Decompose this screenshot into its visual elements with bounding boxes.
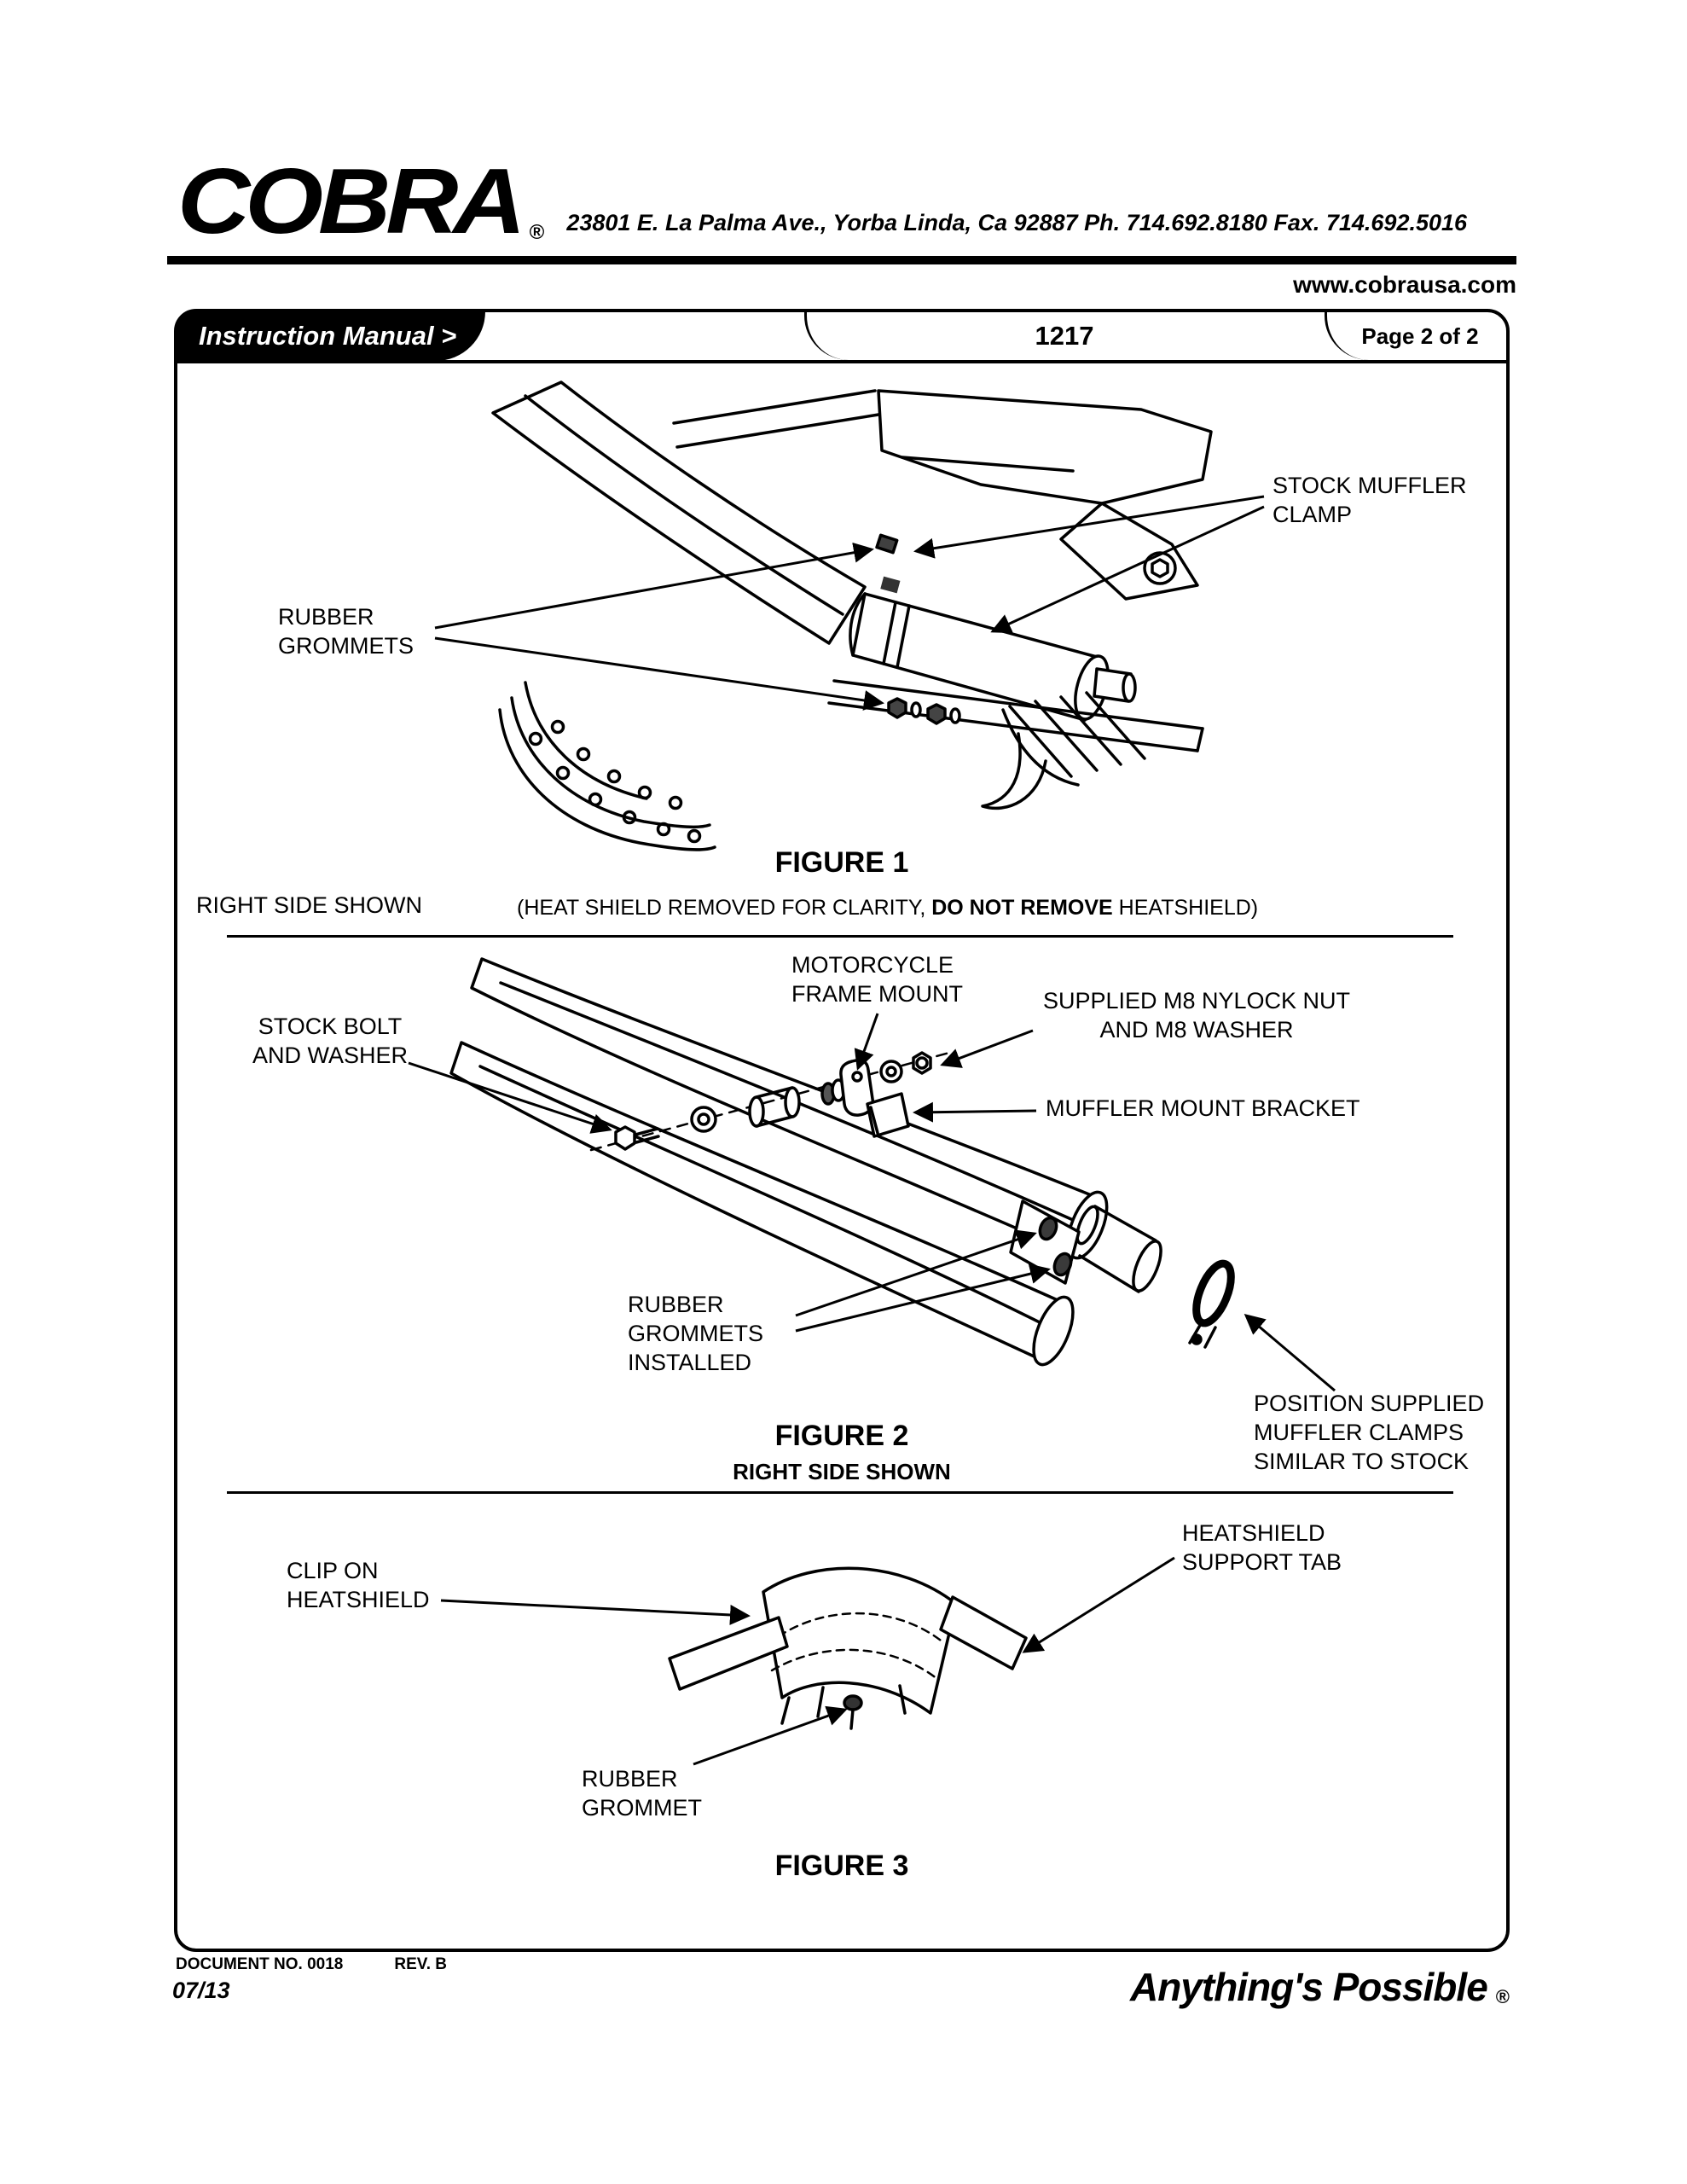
figure3-diagram xyxy=(440,1556,1175,1766)
revision: REV. B xyxy=(394,1955,447,1973)
part-number: 1217 xyxy=(1035,321,1094,351)
nylock-nut-part xyxy=(912,1051,932,1075)
figure3-title: FIGURE 3 xyxy=(774,1850,909,1882)
caption-prefix: (HEAT SHIELD REMOVED FOR CLARITY, xyxy=(517,896,932,920)
rubber-grommet-top xyxy=(875,533,899,555)
tagline: Anything's Possible xyxy=(1129,1965,1488,2009)
stock-bolt-part xyxy=(614,1125,636,1151)
company-address: 23801 E. La Palma Ave., Yorba Linda, Ca … xyxy=(566,209,1468,235)
document-date: 07/13 xyxy=(172,1978,230,2003)
muffler-mount-bracket-part xyxy=(866,1092,910,1138)
label-rubber-grommet: RUBBER GROMMET xyxy=(582,1766,702,1821)
label-clip-on-heatshield: CLIP ON HEATSHIELD xyxy=(287,1558,430,1613)
rubber-grommet-bottom xyxy=(887,697,907,719)
label-motorcycle-frame-mount: MOTORCYCLE FRAME MOUNT xyxy=(791,952,963,1008)
registered-mark-icon: ® xyxy=(529,220,545,244)
figure2-subtitle: RIGHT SIDE SHOWN xyxy=(733,1459,951,1484)
instruction-manual-label: Instruction Manual > xyxy=(199,321,457,351)
caption-suffix: HEATSHIELD) xyxy=(1112,896,1259,920)
installed-grommet-1 xyxy=(1038,1216,1058,1241)
figure1-side-note: RIGHT SIDE SHOWN xyxy=(196,892,423,918)
supplied-muffler-clamp xyxy=(1192,1259,1235,1327)
section-divider xyxy=(227,935,1453,938)
registered-mark-icon: ® xyxy=(1495,1986,1510,2007)
figure2-diagram xyxy=(408,957,1336,1392)
installed-grommet-2 xyxy=(1052,1252,1073,1277)
figure3-leader-arrows xyxy=(440,1556,1175,1766)
label-rubber-grommets: RUBBER GROMMETS xyxy=(278,604,414,659)
document-number-line: DOCUMENT NO. 0018 REV. B xyxy=(176,1955,447,1974)
figure1-diagram xyxy=(434,380,1265,851)
brand-row: COBRA ® 23801 E. La Palma Ave., Yorba Li… xyxy=(177,155,1467,248)
section-divider xyxy=(227,1491,1453,1494)
figure2-leader-arrows xyxy=(408,1013,1336,1392)
figure1-leader-arrows xyxy=(434,495,1265,711)
page-indicator: Page 2 of 2 xyxy=(1361,323,1479,349)
content-box: Instruction Manual > 1217 Page 2 of 2 xyxy=(174,309,1510,1952)
heatshield-left-flange xyxy=(668,1616,789,1691)
heatshield-support-tab-part xyxy=(939,1595,1028,1670)
label-muffler-mount-bracket: MUFFLER MOUNT BRACKET xyxy=(1046,1095,1360,1121)
label-supplied-m8-nylock-nut: SUPPLIED M8 NYLOCK NUT AND M8 WASHER xyxy=(1042,988,1351,1043)
heatshield-panel xyxy=(762,1566,958,1715)
stock-muffler-clamp-part xyxy=(882,601,897,665)
label-stock-muffler-clamp: STOCK MUFFLER CLAMP xyxy=(1272,473,1467,528)
figure2-title: FIGURE 2 xyxy=(774,1420,909,1452)
label-stock-bolt-and-washer: STOCK BOLT AND WASHER xyxy=(252,1014,408,1069)
label-rubber-grommets-installed: RUBBER GROMMETS INSTALLED xyxy=(628,1292,763,1376)
label-heatshield-support-tab: HEATSHIELD SUPPORT TAB xyxy=(1182,1520,1342,1576)
cobra-logo: COBRA xyxy=(177,149,526,253)
label-position-supplied-clamps: POSITION SUPPLIED MUFFLER CLAMPS SIMILAR… xyxy=(1254,1391,1485,1475)
instruction-manual-tab: Instruction Manual > xyxy=(177,311,485,361)
tagline-row: Anything's Possible ® xyxy=(1130,1964,1510,2010)
figure1-caption: (HEAT SHIELD REMOVED FOR CLARITY, DO NOT… xyxy=(517,896,1258,921)
rubber-grommet-part xyxy=(843,1694,863,1711)
frame-bracket xyxy=(877,389,1213,505)
caption-bold: DO NOT REMOVE xyxy=(931,896,1113,920)
manual-header-bar: Instruction Manual > 1217 Page 2 of 2 xyxy=(177,311,1506,363)
exhaust-pipe xyxy=(491,380,867,645)
wheel-rotor xyxy=(498,708,716,851)
document-number: DOCUMENT NO. 0018 xyxy=(176,1955,344,1973)
website-url: www.cobrausa.com xyxy=(1293,271,1516,298)
header-rule xyxy=(167,256,1516,264)
figure1-title: FIGURE 1 xyxy=(774,846,909,879)
